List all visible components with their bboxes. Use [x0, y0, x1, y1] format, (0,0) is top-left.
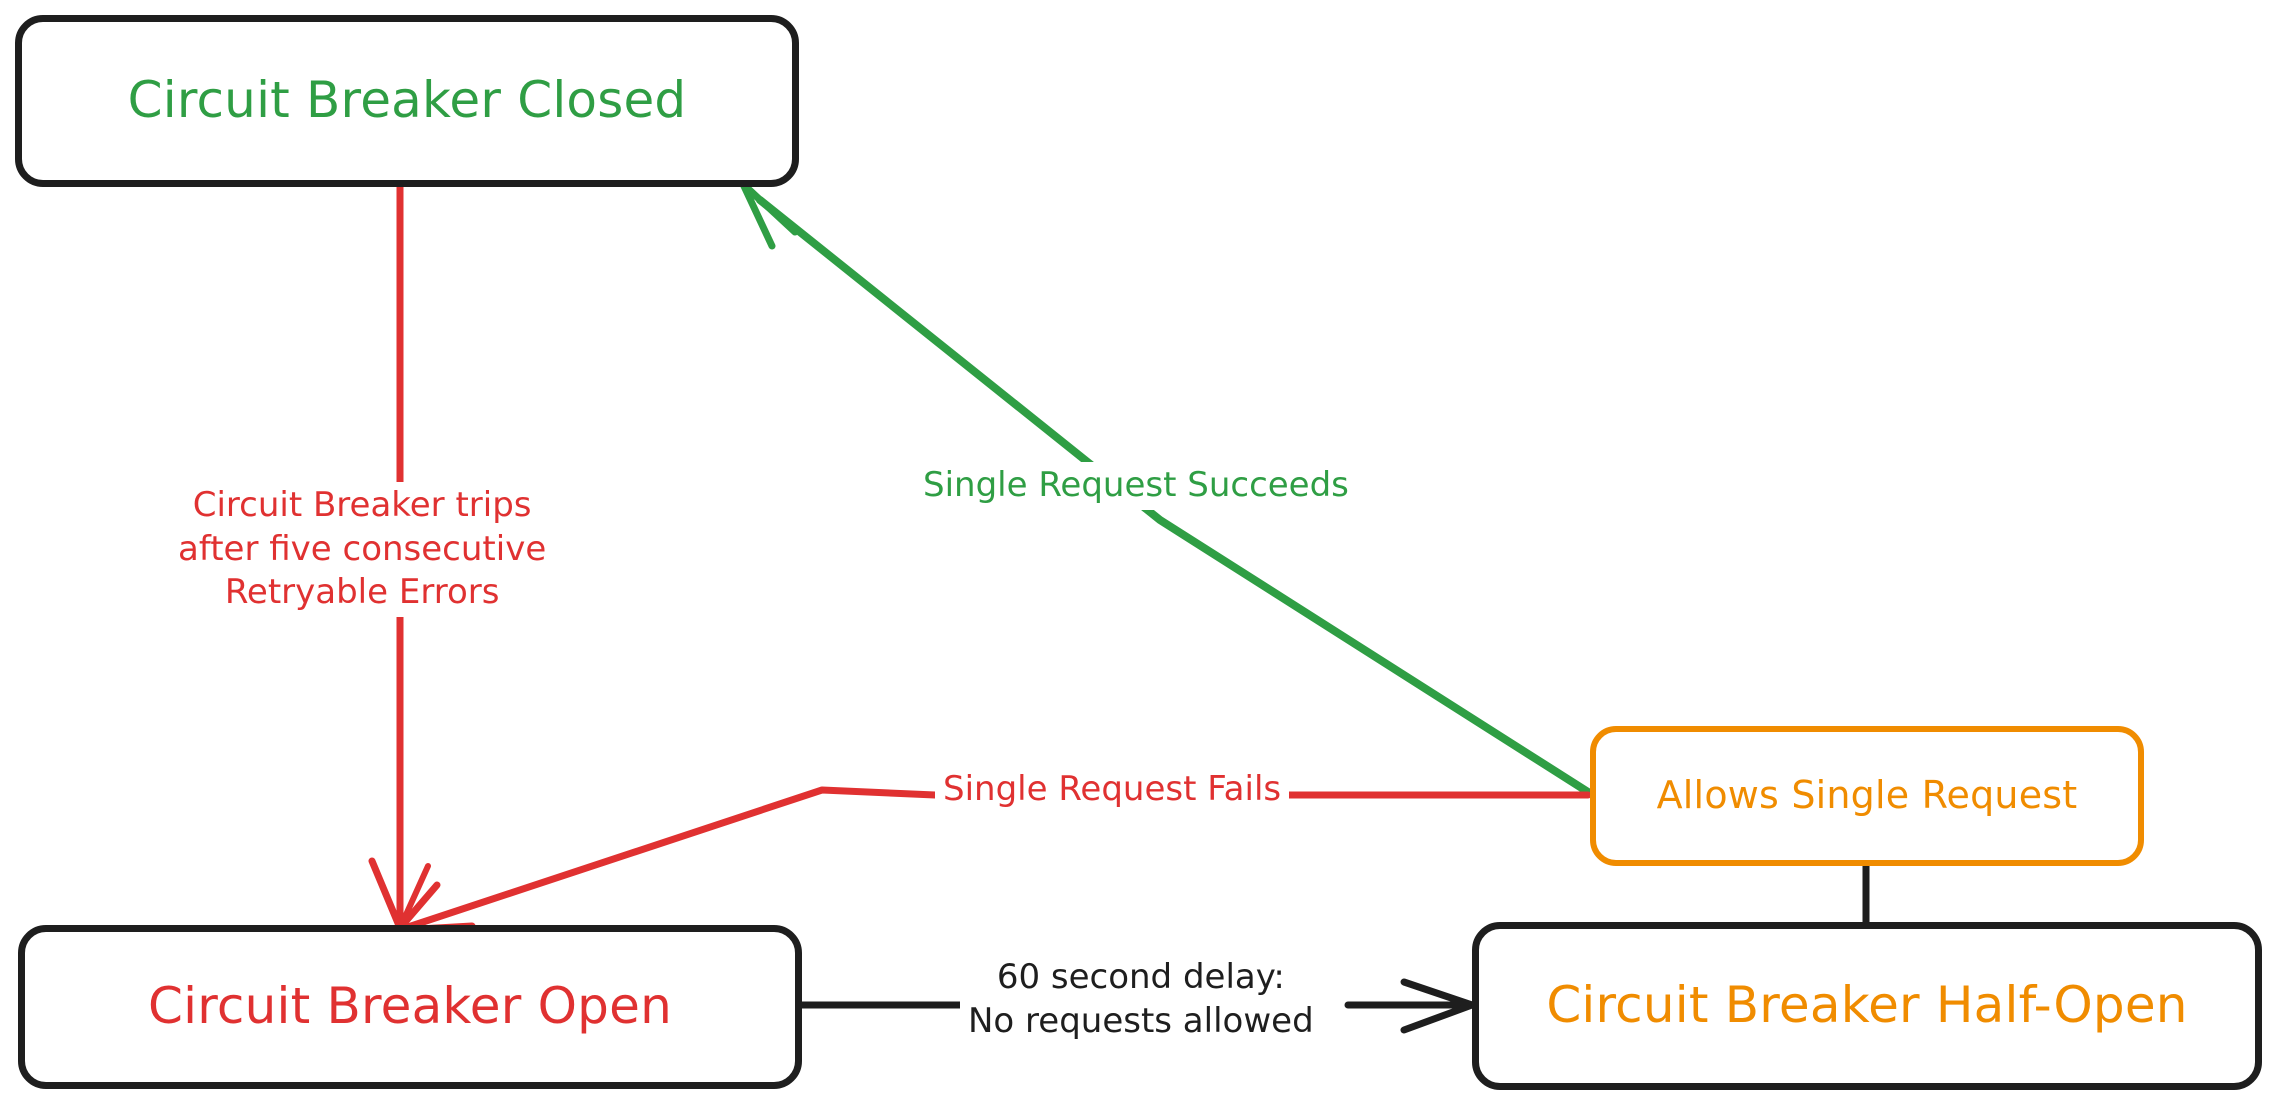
node-circuit-breaker-half-open-label: Circuit Breaker Half-Open	[1546, 976, 2188, 1035]
edge-label-allows-to-open: Single Request Fails	[935, 766, 1290, 814]
node-allows-single-request-label: Allows Single Request	[1656, 773, 2078, 818]
edge-label-closed-to-open-line-1: Circuit Breaker trips	[192, 485, 532, 525]
node-circuit-breaker-open[interactable]: Circuit Breaker Open	[18, 925, 802, 1089]
edge-label-open-to-half-open: 60 second delay: No requests allowed	[960, 954, 1322, 1046]
edge-label-closed-to-open: Circuit Breaker trips after five consecu…	[170, 482, 555, 617]
edge-allows-to-closed	[739, 180, 1592, 796]
edge-label-open-to-half-open-line-1: 60 second delay:	[996, 957, 1285, 997]
edge-label-open-to-half-open-line-2: No requests allowed	[968, 1000, 1314, 1041]
edge-label-closed-to-open-line-2: after five consecutive	[178, 528, 547, 569]
edge-label-allows-to-open-line-1: Single Request Fails	[943, 769, 1282, 809]
node-circuit-breaker-closed[interactable]: Circuit Breaker Closed	[15, 15, 799, 187]
node-circuit-breaker-open-label: Circuit Breaker Open	[148, 977, 672, 1036]
node-allows-single-request[interactable]: Allows Single Request	[1590, 726, 2144, 866]
node-circuit-breaker-half-open[interactable]: Circuit Breaker Half-Open	[1472, 922, 2262, 1090]
edge-label-allows-to-closed-line-1: Single Request Succeeds	[923, 465, 1349, 505]
edge-open-to-half-open	[796, 978, 1476, 1034]
edge-label-closed-to-open-line-3: Retryable Errors	[224, 572, 500, 613]
node-circuit-breaker-closed-label: Circuit Breaker Closed	[127, 71, 687, 130]
edge-label-allows-to-closed: Single Request Succeeds	[915, 462, 1357, 510]
